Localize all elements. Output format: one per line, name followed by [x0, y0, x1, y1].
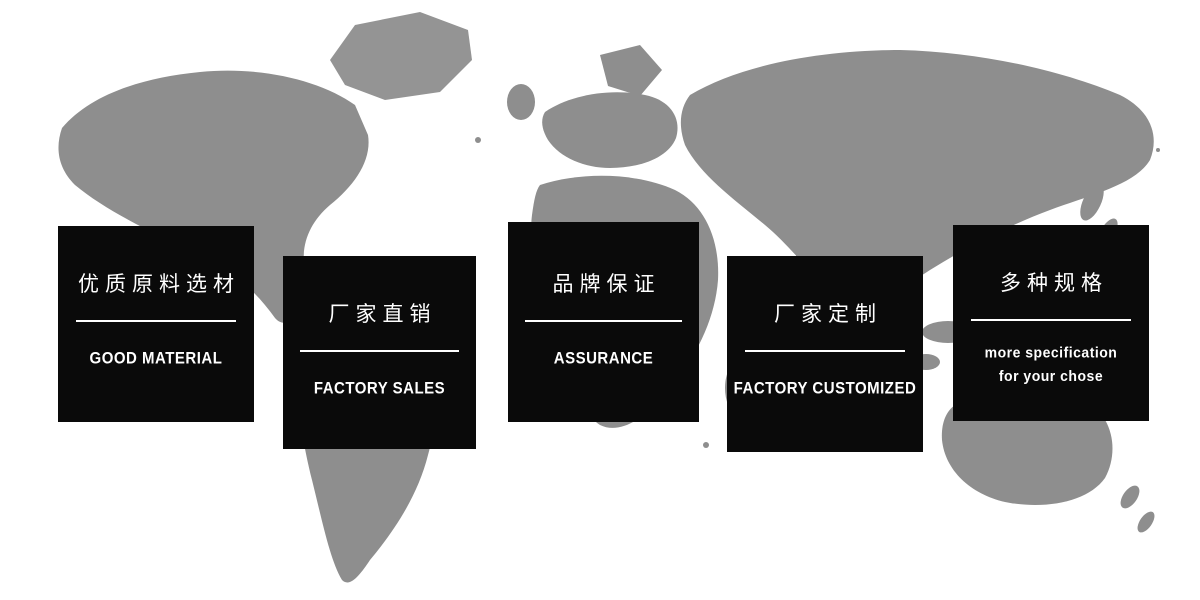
divider	[744, 350, 906, 352]
feature-title-zh: 多种规格	[1000, 272, 1108, 295]
feature-card-good-material: 优质原料选材 GOOD MATERIAL	[58, 226, 254, 422]
feature-card-more-specification: 多种规格 more specification for your chose	[953, 225, 1149, 421]
divider	[300, 350, 459, 352]
feature-title-zh: 品牌保证	[552, 273, 661, 296]
feature-title-zh: 厂家直销	[328, 303, 437, 326]
feature-subtitle-en: GOOD MATERIAL	[89, 349, 223, 368]
divider	[525, 320, 682, 322]
divider	[970, 319, 1132, 321]
feature-subtitle-en: ASSURANCE	[553, 349, 654, 368]
feature-subtitle-en: more specification for your chose	[985, 341, 1118, 388]
feature-title-zh: 优质原料选材	[78, 273, 240, 296]
feature-subtitle-line2: for your chose	[998, 366, 1104, 385]
feature-subtitle-en: FACTORY SALES	[313, 379, 446, 398]
feature-subtitle-line1: more specification	[984, 343, 1118, 361]
feature-card-factory-customized: 厂家定制 FACTORY CUSTOMIZED	[727, 256, 923, 452]
divider	[75, 320, 237, 322]
feature-title-zh: 厂家定制	[774, 303, 882, 326]
feature-subtitle-en: FACTORY CUSTOMIZED	[733, 379, 917, 398]
feature-card-factory-sales: 厂家直销 FACTORY SALES	[283, 256, 476, 449]
feature-card-assurance: 品牌保证 ASSURANCE	[508, 222, 699, 422]
